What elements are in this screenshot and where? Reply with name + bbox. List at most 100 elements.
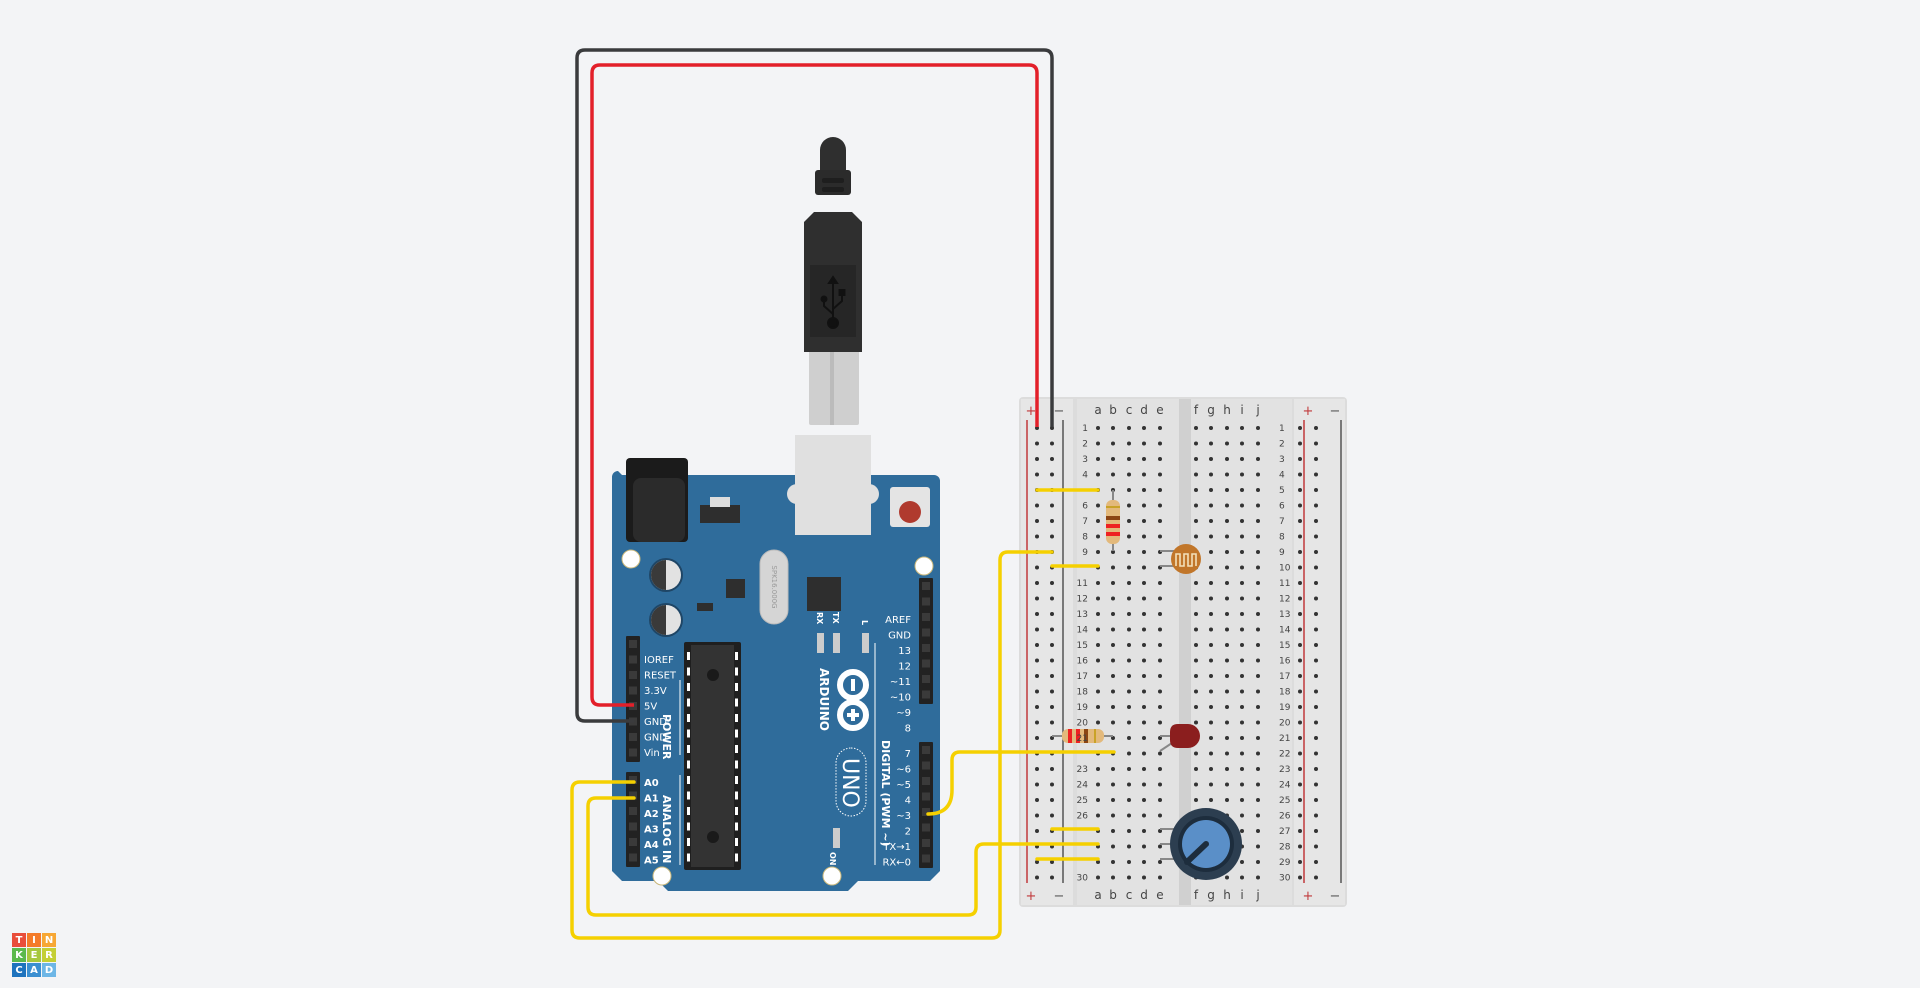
breadboard-hole[interactable] <box>1142 736 1146 740</box>
breadboard-hole[interactable] <box>1209 519 1213 523</box>
breadboard-hole[interactable] <box>1194 643 1198 647</box>
rail-hole[interactable] <box>1314 767 1318 771</box>
breadboard-hole[interactable] <box>1256 426 1260 430</box>
rail-hole[interactable] <box>1298 767 1302 771</box>
breadboard-hole[interactable] <box>1127 488 1131 492</box>
breadboard-hole[interactable] <box>1111 813 1115 818</box>
breadboard-hole[interactable] <box>1158 643 1162 647</box>
rail-hole[interactable] <box>1298 503 1302 508</box>
breadboard-hole[interactable] <box>1225 782 1229 787</box>
breadboard-hole[interactable] <box>1127 782 1131 787</box>
breadboard-hole[interactable] <box>1256 627 1260 632</box>
breadboard-hole[interactable] <box>1158 798 1162 802</box>
rail-hole[interactable] <box>1314 565 1318 570</box>
breadboard-hole[interactable] <box>1240 674 1244 678</box>
rail-hole[interactable] <box>1314 550 1318 554</box>
rail-hole[interactable] <box>1314 798 1318 802</box>
breadboard-hole[interactable] <box>1127 767 1131 771</box>
rail-hole[interactable] <box>1314 441 1318 446</box>
breadboard-hole[interactable] <box>1240 860 1244 864</box>
breadboard-hole[interactable] <box>1209 534 1213 539</box>
breadboard-hole[interactable] <box>1096 643 1100 647</box>
breadboard-hole[interactable] <box>1096 705 1100 709</box>
breadboard-hole[interactable] <box>1256 472 1260 477</box>
breadboard-hole[interactable] <box>1127 829 1131 833</box>
breadboard-hole[interactable] <box>1158 875 1162 880</box>
rail-hole[interactable] <box>1035 627 1039 632</box>
breadboard-hole[interactable] <box>1127 844 1131 849</box>
rail-hole[interactable] <box>1050 627 1054 632</box>
breadboard-hole[interactable] <box>1127 472 1131 477</box>
rail-hole[interactable] <box>1298 813 1302 818</box>
breadboard-hole[interactable] <box>1256 565 1260 570</box>
rail-hole[interactable] <box>1298 612 1302 616</box>
breadboard-hole[interactable] <box>1194 596 1198 601</box>
breadboard-hole[interactable] <box>1240 472 1244 477</box>
rail-hole[interactable] <box>1035 612 1039 616</box>
breadboard-hole[interactable] <box>1256 798 1260 802</box>
rail-hole[interactable] <box>1298 596 1302 601</box>
rail-hole[interactable] <box>1050 643 1054 647</box>
rail-hole[interactable] <box>1298 534 1302 539</box>
potentiometer[interactable] <box>1160 808 1242 880</box>
rail-hole[interactable] <box>1298 658 1302 663</box>
breadboard-hole[interactable] <box>1111 643 1115 647</box>
rail-hole[interactable] <box>1035 860 1039 864</box>
breadboard-hole[interactable] <box>1158 689 1162 694</box>
breadboard-hole[interactable] <box>1142 689 1146 694</box>
breadboard-hole[interactable] <box>1240 426 1244 430</box>
rail-hole[interactable] <box>1035 813 1039 818</box>
breadboard-hole[interactable] <box>1111 426 1115 430</box>
breadboard-hole[interactable] <box>1240 503 1244 508</box>
breadboard-hole[interactable] <box>1240 441 1244 446</box>
breadboard-hole[interactable] <box>1111 581 1115 585</box>
breadboard-hole[interactable] <box>1127 813 1131 818</box>
breadboard-hole[interactable] <box>1127 798 1131 802</box>
breadboard-hole[interactable] <box>1111 441 1115 446</box>
rail-hole[interactable] <box>1035 798 1039 802</box>
breadboard-hole[interactable] <box>1142 767 1146 771</box>
breadboard-hole[interactable] <box>1209 426 1213 430</box>
breadboard-hole[interactable] <box>1209 612 1213 616</box>
breadboard-hole[interactable] <box>1158 472 1162 477</box>
rail-hole[interactable] <box>1050 581 1054 585</box>
rail-hole[interactable] <box>1050 612 1054 616</box>
rail-hole[interactable] <box>1298 627 1302 632</box>
breadboard-hole[interactable] <box>1142 751 1146 756</box>
breadboard-hole[interactable] <box>1158 627 1162 632</box>
breadboard-hole[interactable] <box>1111 782 1115 787</box>
breadboard-hole[interactable] <box>1240 767 1244 771</box>
rail-hole[interactable] <box>1050 503 1054 508</box>
breadboard-hole[interactable] <box>1111 705 1115 709</box>
breadboard-hole[interactable] <box>1256 705 1260 709</box>
breadboard-hole[interactable] <box>1127 612 1131 616</box>
breadboard-hole[interactable] <box>1111 844 1115 849</box>
breadboard-hole[interactable] <box>1158 488 1162 492</box>
breadboard-hole[interactable] <box>1194 751 1198 756</box>
breadboard-hole[interactable] <box>1225 643 1229 647</box>
rail-hole[interactable] <box>1298 674 1302 678</box>
photoresistor[interactable] <box>1160 544 1201 574</box>
rail-hole[interactable] <box>1314 643 1318 647</box>
breadboard-hole[interactable] <box>1158 813 1162 818</box>
analog-header[interactable] <box>626 772 640 867</box>
breadboard-hole[interactable] <box>1225 488 1229 492</box>
rail-hole[interactable] <box>1298 844 1302 849</box>
breadboard-hole[interactable] <box>1194 426 1198 430</box>
breadboard-hole[interactable] <box>1142 612 1146 616</box>
breadboard-hole[interactable] <box>1209 782 1213 787</box>
breadboard-hole[interactable] <box>1209 488 1213 492</box>
breadboard-hole[interactable] <box>1240 643 1244 647</box>
breadboard-hole[interactable] <box>1096 798 1100 802</box>
breadboard-hole[interactable] <box>1158 658 1162 663</box>
breadboard-hole[interactable] <box>1142 534 1146 539</box>
breadboard-hole[interactable] <box>1096 534 1100 539</box>
breadboard-hole[interactable] <box>1194 627 1198 632</box>
breadboard-hole[interactable] <box>1256 813 1260 818</box>
breadboard-hole[interactable] <box>1111 627 1115 632</box>
rail-hole[interactable] <box>1298 751 1302 756</box>
breadboard-hole[interactable] <box>1256 751 1260 756</box>
rail-hole[interactable] <box>1298 643 1302 647</box>
breadboard-hole[interactable] <box>1142 565 1146 570</box>
breadboard-hole[interactable] <box>1142 627 1146 632</box>
